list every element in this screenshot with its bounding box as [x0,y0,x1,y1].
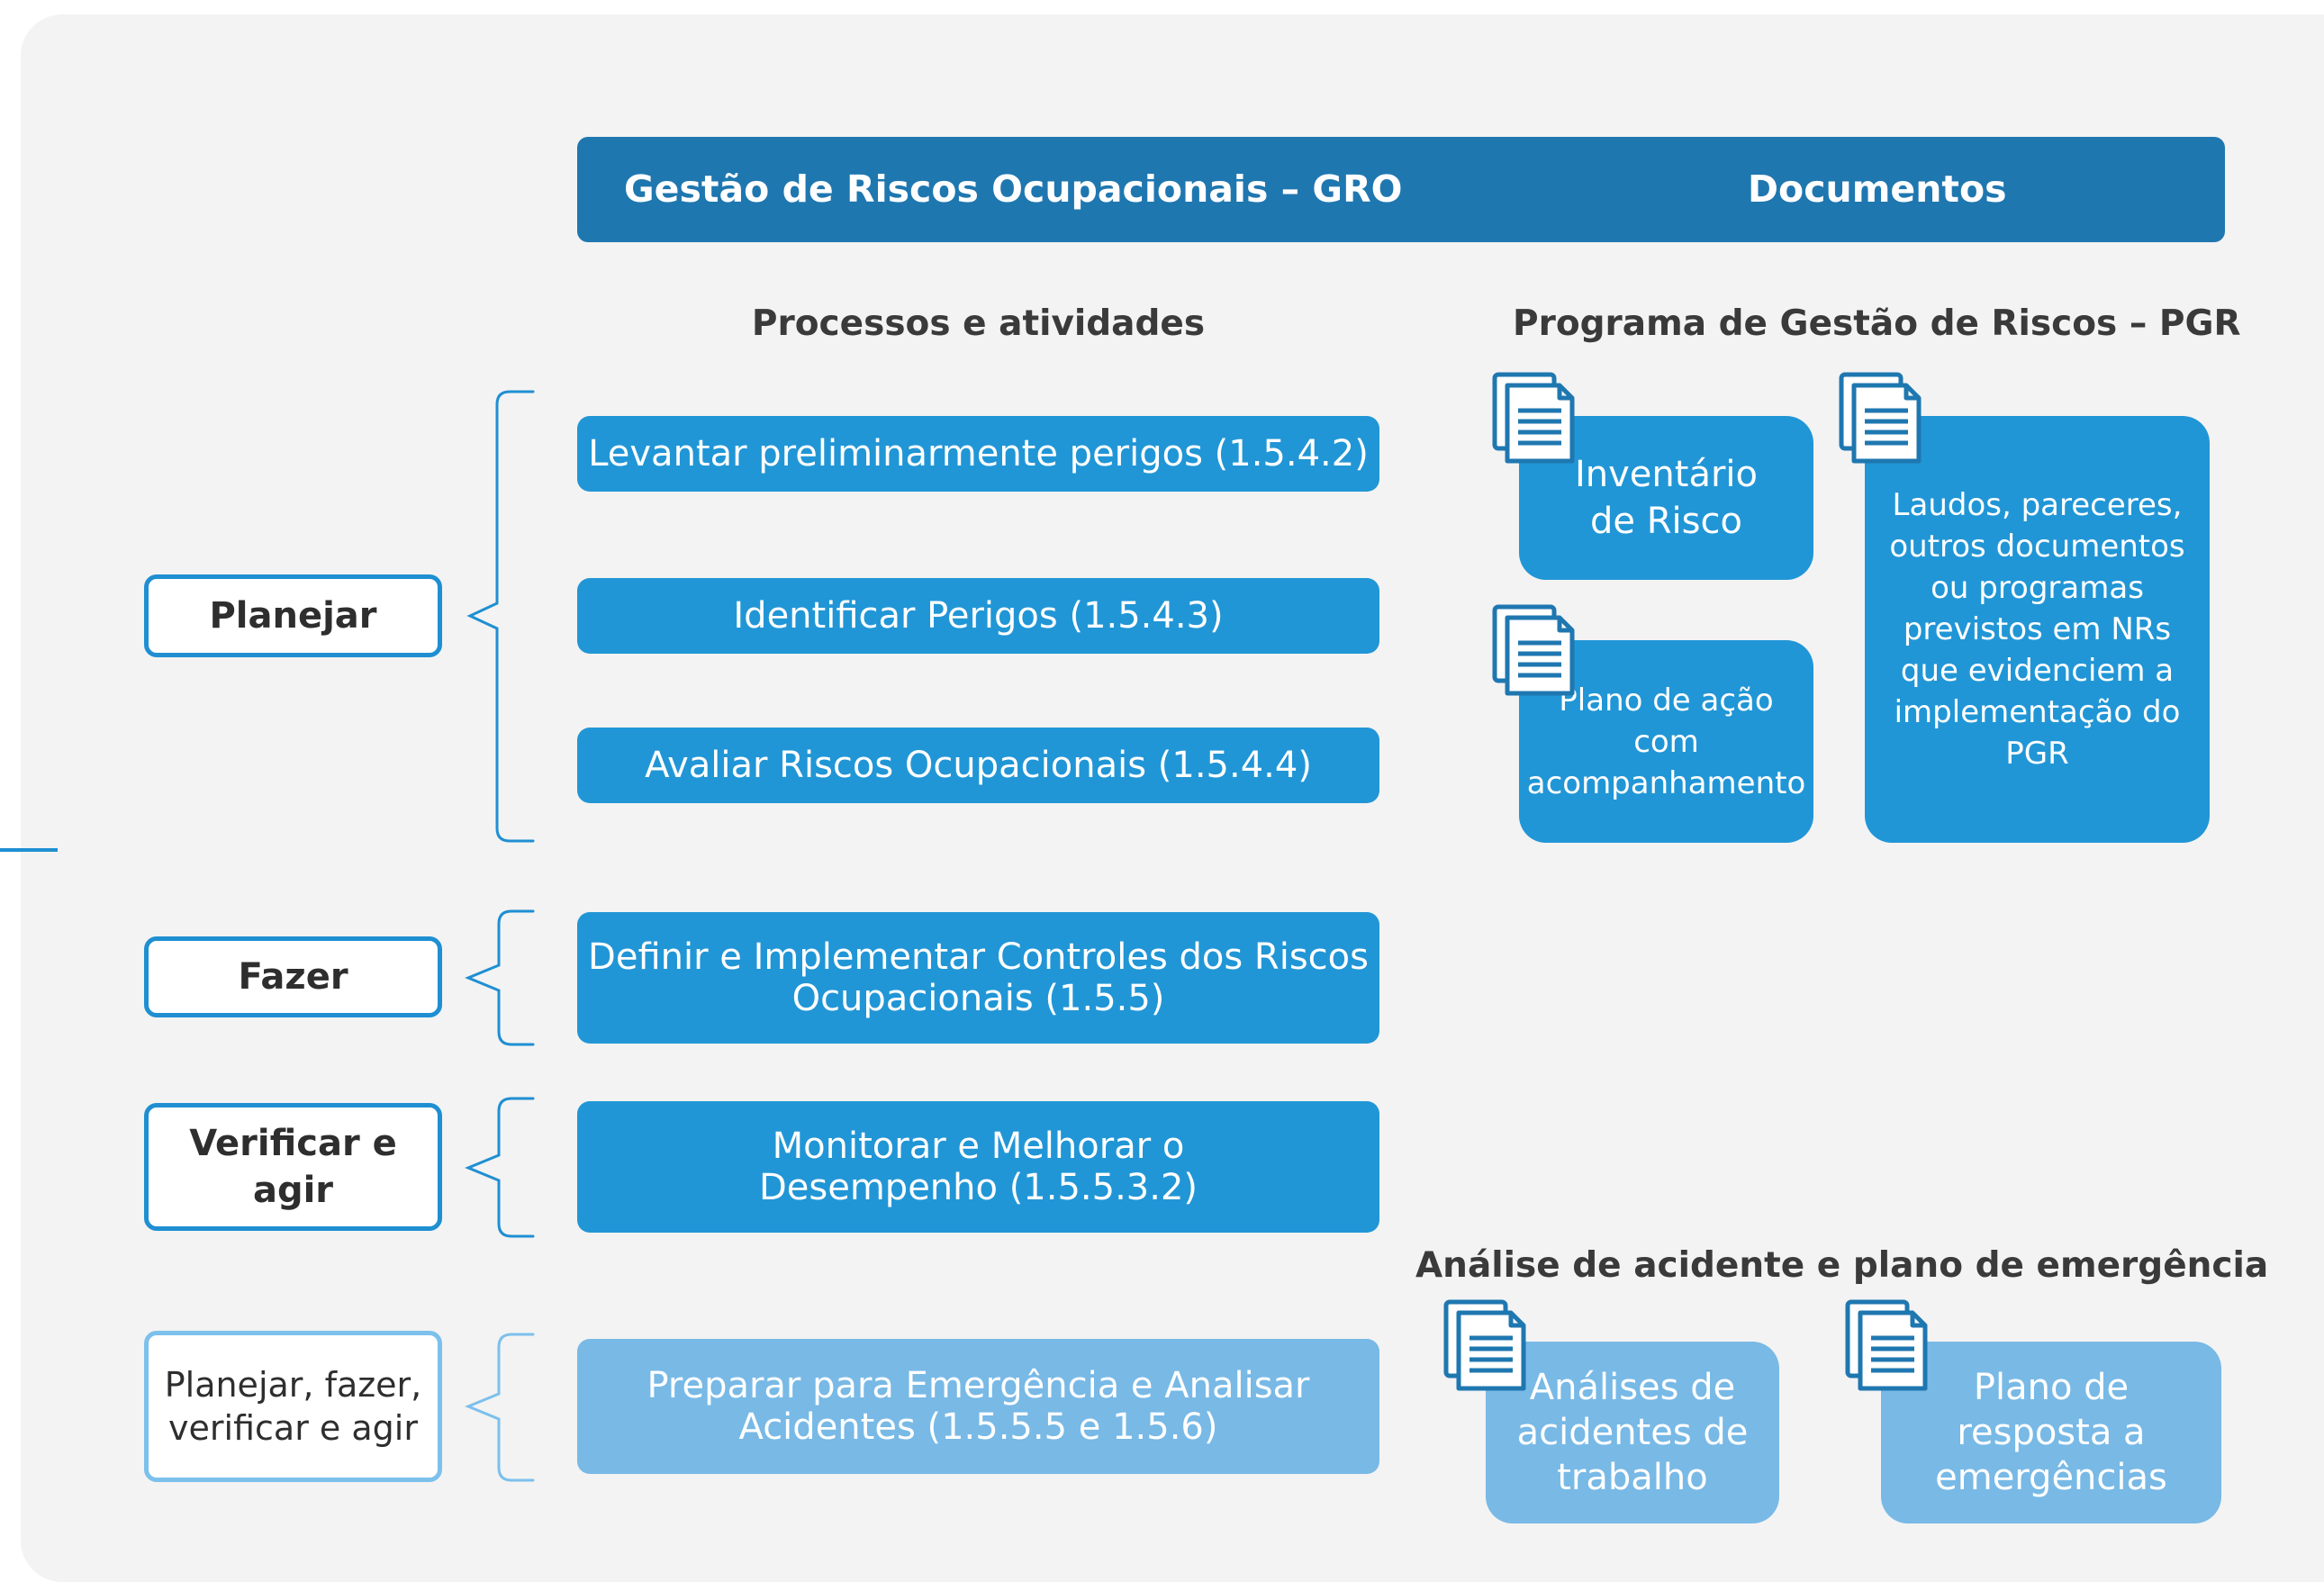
header-documents-title: Documentos [1748,167,2007,211]
document-icon [1492,372,1575,464]
step-levantar-perigos: Levantar preliminarmente perigos (1.5.4.… [577,416,1379,492]
header-bar [577,137,2225,242]
phase-fazer: Fazer [144,936,442,1017]
doc-analises-de-acidentes: Análises de acidentes de trabalho [1486,1342,1779,1523]
step-avaliar-riscos: Avaliar Riscos Ocupacionais (1.5.4.4) [577,728,1379,803]
step-definir-controles: Definir e Implementar Controles dos Risc… [577,912,1379,1044]
fazer-bracket [465,909,535,1046]
step-preparar-emergencia: Preparar para Emergência e Analisar Acid… [577,1339,1379,1474]
step-identificar-perigos: Identificar Perigos (1.5.4.3) [577,578,1379,654]
document-icon [1492,604,1575,696]
processes-title: Processos e atividades [751,303,1206,344]
header-gro-title: Gestão de Riscos Ocupacionais – GRO [624,167,1403,211]
document-icon [1839,372,1922,464]
document-icon [1845,1299,1928,1391]
document-icon [1443,1299,1526,1391]
phase-pdca: Planejar, fazer, verificar e agir [144,1331,442,1482]
pdca-bracket [465,1333,535,1482]
phase-verificar-e-agir: Verificar e agir [144,1103,442,1231]
emergency-title: Análise de acidente e plano de emergênci… [1415,1245,2269,1286]
step-monitorar-desempenho: Monitorar e Melhorar o Desempenho (1.5.5… [577,1101,1379,1233]
pgr-title: Programa de Gestão de Riscos – PGR [1513,303,2241,344]
doc-laudos-pareceres: Laudos, pareceres, outros documentos ou … [1865,416,2210,843]
planejar-bracket [466,390,535,843]
verificar-bracket [465,1097,535,1238]
doc-plano-de-resposta: Plano de resposta a emergências [1881,1342,2221,1523]
phase-planejar: Planejar [144,574,442,657]
